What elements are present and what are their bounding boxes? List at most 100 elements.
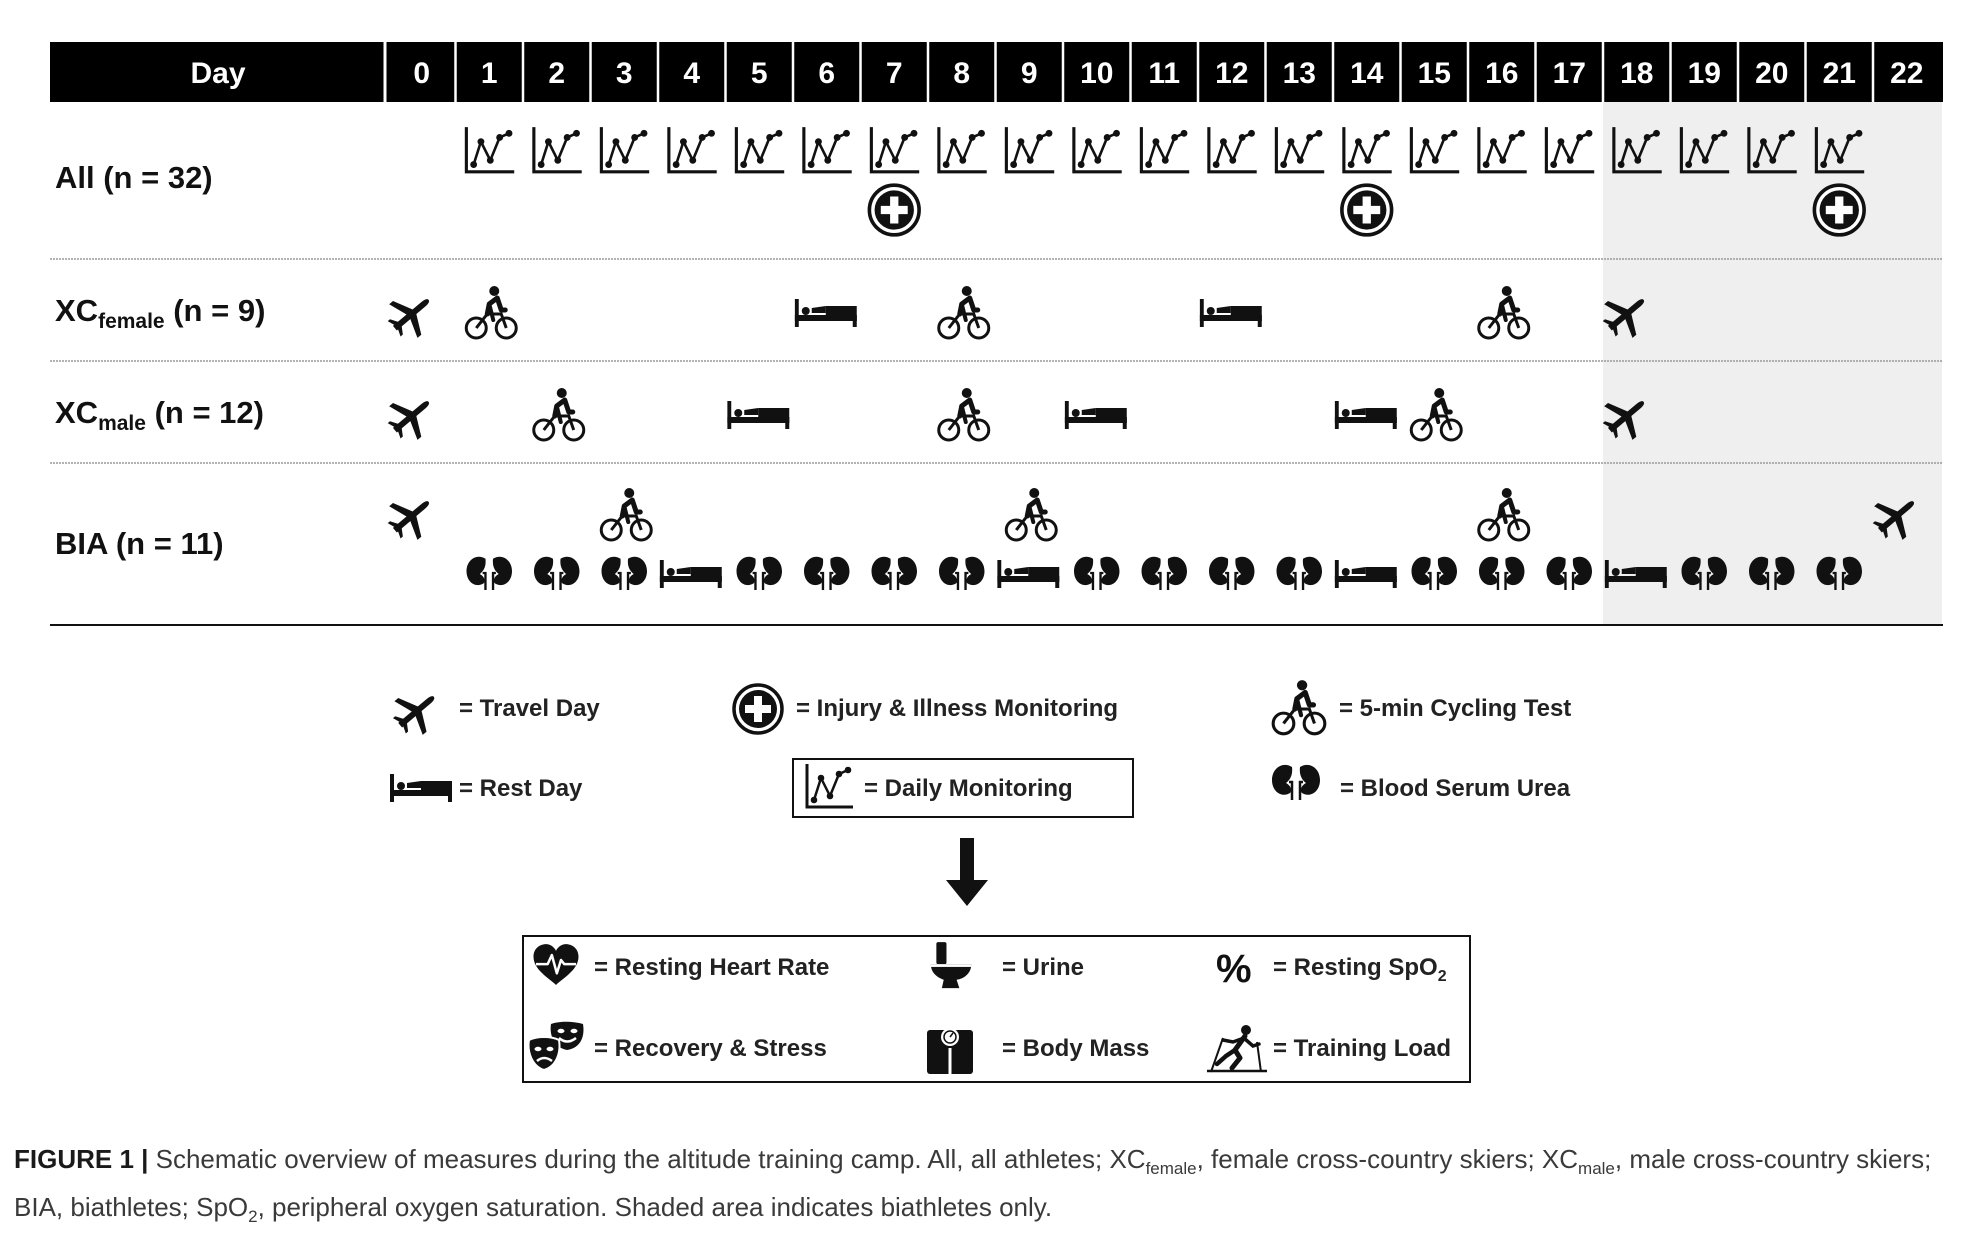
legend-text: = Travel Day [459,695,600,722]
legend-text: = 5-min Cycling Test [1339,695,1571,722]
plane-icon [386,491,437,541]
cycling-icon [939,388,989,440]
day-header-label: Day [190,57,245,90]
legend-item-daily-monitoring: = Daily Monitoring [792,758,1134,818]
bed-icon [1334,560,1397,588]
plane-icon [386,391,437,441]
daily-monitoring-icon [869,127,921,174]
caption-text: , male cross-country skiers; BIA, biathl… [14,1144,1932,1223]
day-number-17: 17 [1553,57,1586,90]
day-number-5: 5 [751,57,768,90]
kidney-icon [802,555,851,591]
caption-text: , peripheral oxygen saturation. Shaded a… [257,1192,1053,1223]
legend-text: = Blood Serum Urea [1340,775,1571,802]
daily-monitoring-icon [1409,127,1461,174]
cycling-icon [601,488,651,540]
day-number-11: 11 [1148,57,1180,90]
detail-text: = Recovery & Stress [594,1035,827,1062]
daily-monitoring-frame [792,758,1134,818]
kidney-icon [735,555,784,591]
daily-monitoring-icon [532,127,583,174]
detail-text: = Resting SpO2 [1273,954,1447,985]
bed-icon [727,401,790,429]
plane-icon [386,289,437,339]
daily-monitoring-icon [1139,127,1191,174]
kidney-icon [1271,763,1321,801]
cycling-icon [1479,286,1529,338]
bed-icon [1064,401,1127,429]
daily-monitoring-icon [734,127,786,174]
legend-item-blood-serum-urea: = Blood Serum Urea [1271,763,1571,802]
row-label-bia: BIA (n = 11) [55,526,224,561]
kidney-icon [937,555,986,591]
cycling-icon [1006,488,1056,540]
row-label-xc-female: XCfemale (n = 9) [55,293,265,333]
legend: = Travel Day = Injury & Illness Monitori… [390,680,1571,818]
bed-icon [659,560,722,588]
scale-icon [926,1027,974,1074]
bed-icon [1199,299,1262,327]
kidney-icon [1410,555,1459,591]
day-number-4: 4 [683,57,700,90]
daily-monitoring-icon [1207,127,1258,174]
day-number-20: 20 [1755,57,1788,90]
cycling-icon [534,388,584,440]
daily-monitoring-icon [1004,127,1056,174]
kidney-icon [1140,555,1189,591]
urine-icon [930,942,972,989]
legend-text: = Rest Day [459,775,583,802]
down-arrow-icon [946,838,988,906]
kidney-icon [532,555,581,591]
day-number-3: 3 [616,57,633,90]
bed-icon [1334,401,1397,429]
row-label-all: All (n = 32) [55,160,213,195]
injury-illness-icon [1812,183,1866,237]
detail-text: = Training Load [1273,1035,1451,1062]
day-number-12: 12 [1215,57,1248,90]
legend-item-injury-illness: = Injury & Illness Monitoring [732,683,1118,735]
day-number-6: 6 [818,57,835,90]
day-number-10: 10 [1080,57,1113,90]
kidney-icon [465,555,514,591]
kidney-icon [600,555,649,591]
biathletes-only-shading [1603,102,1942,625]
cycling-icon [1411,388,1461,440]
daily-monitoring-icon [1072,127,1123,174]
injury-illness-icon [867,183,921,237]
legend-text: = Daily Monitoring [864,775,1073,802]
daily-monitoring-icon [464,127,516,174]
cycling-icon [1273,680,1325,734]
day-number-16: 16 [1485,57,1518,90]
heart-rate-icon [532,943,580,987]
caption-subscript: female [1145,1159,1197,1179]
day-number-18: 18 [1620,57,1653,90]
day-number-7: 7 [886,57,903,90]
day-number-13: 13 [1283,57,1316,90]
daily-monitoring-icon [805,764,854,809]
day-number-22: 22 [1890,57,1923,90]
figure-label: FIGURE 1 | [14,1144,149,1174]
legend-item-rest-day: = Rest Day [390,774,583,802]
kidney-icon [1072,555,1121,591]
daily-monitoring-icon [1544,127,1596,174]
percent-icon: % [1216,947,1252,991]
skier-icon [1207,1025,1267,1072]
detail-text: = Body Mass [1002,1035,1149,1062]
injury-illness-icon [1340,183,1394,237]
legend-item-cycling-test: = 5-min Cycling Test [1273,680,1571,734]
injury-illness-icon [732,683,784,735]
cycling-icon [939,286,989,338]
day-number-0: 0 [413,57,430,90]
kidney-icon [1207,555,1256,591]
daily-monitoring-icon [599,127,651,174]
bed-icon [997,560,1060,588]
cycling-icon [1479,488,1529,540]
masks-icon [527,1020,585,1072]
day-number-2: 2 [548,57,565,90]
plane-icon [392,686,442,736]
day-number-19: 19 [1688,57,1721,90]
daily-monitoring-icon [1342,127,1393,174]
kidney-icon [1275,555,1324,591]
